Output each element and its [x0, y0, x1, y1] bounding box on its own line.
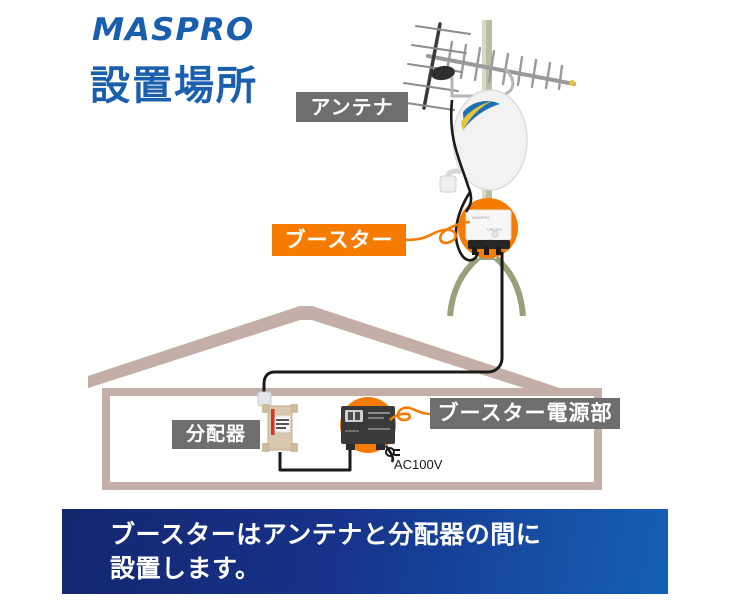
- power-unit-print-1: [368, 412, 390, 414]
- power-unit-print-3: [368, 428, 390, 430]
- power-unit-print-2: [368, 417, 384, 419]
- page-title: 設置場所: [90, 63, 258, 109]
- plug-head: [385, 447, 395, 457]
- dish-yellow-edge: [461, 101, 492, 131]
- splitter-port-tr: [290, 404, 298, 413]
- label-power-unit: ブースター電源部: [430, 398, 620, 429]
- label-ac-power: AC100V: [394, 457, 443, 472]
- splitter-label-line-3: [276, 427, 286, 429]
- booster-port-2: [484, 247, 489, 255]
- splitter-port-br: [290, 443, 298, 452]
- yagi-elements: [444, 40, 564, 91]
- splitter-label-line-2: [276, 423, 289, 425]
- cable-antenna-to-booster: [449, 99, 473, 213]
- power-unit-indicator-2: [355, 412, 360, 420]
- yagi-boom: [426, 54, 576, 86]
- splitter-port-bl: [262, 443, 270, 452]
- power-unit-input-port: [346, 444, 355, 450]
- splitter-port-tl: [262, 404, 270, 413]
- tripod-leg-right: [493, 255, 526, 317]
- cable-loop-booster: [454, 191, 480, 262]
- caption-banner: ブースターはアンテナと分配器の間に 設置します。: [62, 509, 668, 594]
- connector-power-unit-label: [389, 406, 431, 422]
- yagi-reflector: [399, 22, 471, 111]
- booster-brand-print: MASPRO: [472, 215, 489, 220]
- power-unit-group: [340, 397, 396, 453]
- booster-model-print: UB40M: [487, 227, 502, 232]
- booster-dial: [491, 230, 499, 238]
- dish-blue-arc: [463, 100, 500, 129]
- booster-unit-group: MASPRO UB40M: [449, 99, 518, 262]
- booster-connector-block: [468, 240, 510, 249]
- dish-lnb: [439, 175, 457, 193]
- booster-port-1: [472, 247, 477, 255]
- label-splitter: 分配器: [172, 420, 260, 449]
- yagi-feed: [431, 65, 455, 81]
- splitter-red-stripe: [271, 409, 275, 435]
- yagi-tip-marker: [569, 80, 575, 86]
- power-unit-output-port: [376, 444, 385, 450]
- splitter-input-connector: [257, 391, 272, 407]
- power-unit-print-4: [345, 430, 359, 432]
- splitter-unit-group: [257, 391, 298, 452]
- maspro-logo: MASPRO: [92, 12, 255, 48]
- tripod-leg-left: [447, 255, 481, 317]
- ac-power-cord-group: [384, 445, 400, 463]
- splitter-label-line-1: [276, 419, 289, 421]
- power-unit-display: [345, 410, 363, 422]
- power-unit-indicator-1: [348, 412, 353, 420]
- cable-splitter-to-power-unit: [278, 448, 352, 472]
- label-booster: ブースター: [272, 224, 406, 256]
- caption-text: ブースターはアンテナと分配器の間に 設置します。: [110, 520, 542, 583]
- satellite-dish: [439, 89, 528, 193]
- connector-booster-label: [405, 220, 471, 245]
- house-roof-right: [88, 306, 616, 419]
- label-antenna: アンテナ: [296, 92, 408, 122]
- cable-booster-to-splitter: [262, 252, 504, 396]
- booster-port-3: [496, 247, 501, 255]
